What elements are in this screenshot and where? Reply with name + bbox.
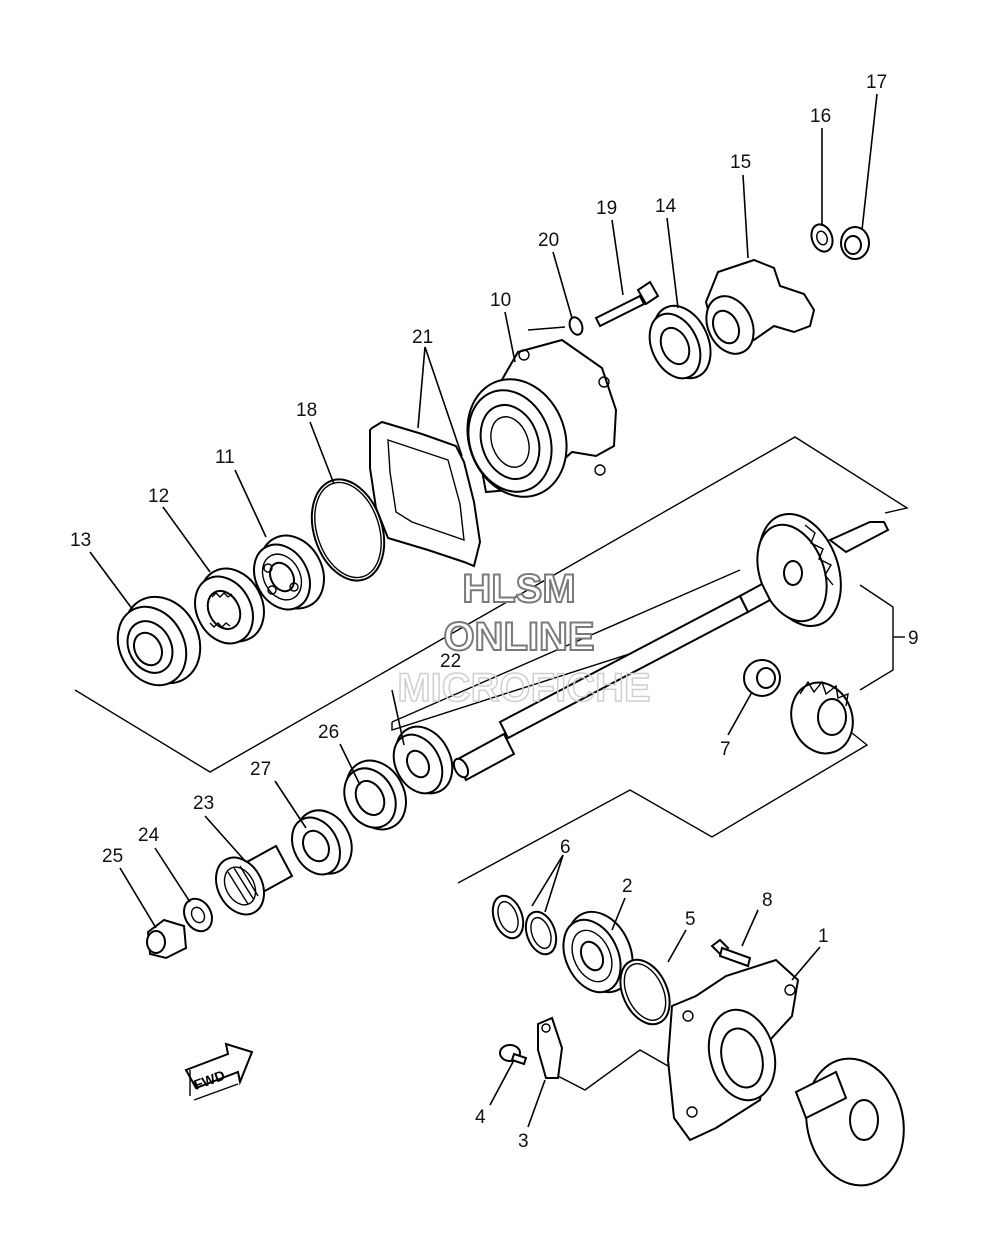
callout-24[interactable]: 24 [138, 825, 160, 846]
part-8-bolt[interactable] [710, 938, 752, 968]
part-26-bearing[interactable] [334, 717, 463, 840]
callout-16[interactable]: 16 [810, 106, 831, 127]
part-9-gear-set[interactable] [744, 503, 890, 763]
part-19-bolt[interactable] [594, 280, 660, 328]
callout-5[interactable]: 5 [685, 909, 696, 930]
callout-11[interactable]: 11 [215, 447, 235, 468]
callout-19[interactable]: 19 [596, 198, 617, 219]
part-6-shims[interactable] [487, 892, 561, 959]
part-25-nut[interactable] [146, 918, 188, 960]
callout-7[interactable]: 7 [720, 739, 731, 760]
callout-25[interactable]: 25 [102, 846, 123, 867]
watermark-line-1: HLSM [462, 567, 575, 611]
part-7-nut[interactable] [743, 659, 781, 697]
callout-8[interactable]: 8 [762, 890, 773, 911]
callout-21[interactable]: 21 [412, 327, 433, 348]
part-16-washer[interactable] [808, 221, 836, 254]
callout-10[interactable]: 10 [490, 290, 511, 311]
part-5-o-ring[interactable] [611, 952, 680, 1032]
callout-27[interactable]: 27 [250, 759, 271, 780]
callout-18[interactable]: 18 [296, 400, 317, 421]
callout-17[interactable]: 17 [866, 72, 887, 93]
callout-2[interactable]: 2 [622, 876, 633, 897]
watermark-line-3: MICROFICHE [397, 666, 650, 710]
part-22-drive-shaft[interactable] [451, 582, 772, 782]
callout-26[interactable]: 26 [318, 722, 339, 743]
part-20-washer[interactable] [567, 315, 584, 336]
callout-15[interactable]: 15 [730, 152, 751, 173]
part-17-nut[interactable] [840, 226, 870, 260]
callout-9[interactable]: 9 [908, 628, 919, 649]
callout-22[interactable]: 22 [440, 651, 461, 672]
callout-13[interactable]: 13 [70, 530, 91, 551]
part-15-yoke[interactable] [697, 258, 816, 361]
callout-6[interactable]: 6 [560, 837, 571, 858]
leader-lines [89, 93, 878, 1128]
part-12-splined-collar[interactable] [184, 557, 277, 653]
part-14-oil-seal[interactable] [640, 297, 722, 388]
watermark-line-2: ONLINE [443, 615, 594, 659]
assembly-lines [74, 326, 909, 1091]
part-23-needle-bearing[interactable] [206, 844, 294, 923]
part-10-housing[interactable] [451, 338, 618, 511]
callout-14[interactable]: 14 [655, 196, 677, 217]
watermark: HLSM ONLINE MICROFICHE [397, 566, 652, 711]
fwd-arrow-icon: FWD [184, 1042, 254, 1101]
part-4-screw[interactable] [499, 1044, 528, 1066]
part-11-bearing[interactable] [243, 524, 336, 619]
callout-1[interactable]: 1 [818, 926, 829, 947]
part-3-bracket[interactable] [537, 1016, 564, 1079]
callout-12[interactable]: 12 [148, 486, 169, 507]
part-24-washer[interactable] [179, 894, 218, 936]
part-27-oil-seal[interactable] [282, 801, 362, 884]
part-21-gasket[interactable] [369, 420, 482, 568]
callout-numbers: 1 2 3 4 5 6 7 8 9 10 11 12 13 14 15 16 1… [70, 72, 919, 1152]
callout-4[interactable]: 4 [475, 1107, 486, 1128]
part-2-bearing[interactable] [552, 901, 645, 1002]
callout-3[interactable]: 3 [518, 1131, 529, 1152]
callout-23[interactable]: 23 [193, 793, 214, 814]
part-1-gear-cover[interactable] [666, 958, 915, 1195]
callout-20[interactable]: 20 [538, 230, 559, 251]
